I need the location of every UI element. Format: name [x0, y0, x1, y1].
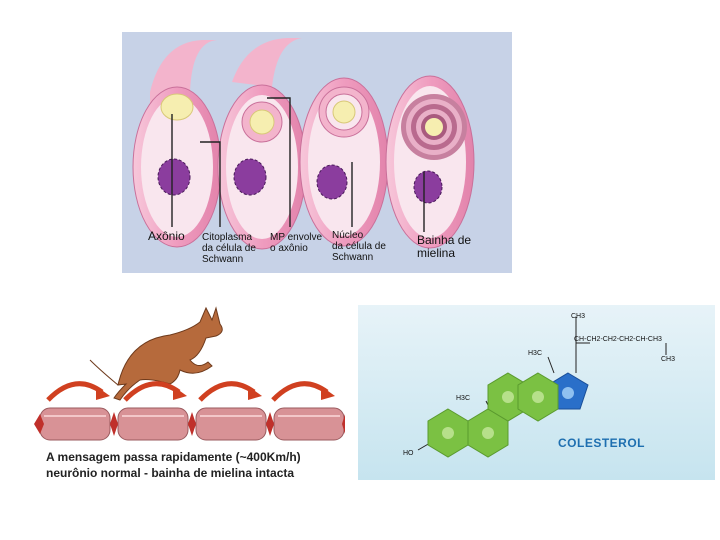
cholesterol-title: COLESTEROL: [558, 436, 646, 450]
steroid-rings: [427, 372, 589, 458]
neuron-illustration: [34, 306, 345, 441]
myelin-formation-diagram: Axônio Citoplasma da célula de Schwann M…: [122, 32, 512, 273]
axon-label: Axônio: [148, 229, 185, 243]
impulse-jump-arrows: [46, 381, 329, 402]
mp-wraps-axon-label: MP envolve o axônio: [270, 232, 323, 254]
saltatory-conduction-diagram: A mensagem passa rapidamente (~400Km/h) …: [30, 300, 345, 485]
h3c-lower-label: H3C: [456, 395, 471, 402]
conduction-caption-line2: neurônio normal - bainha de mielina inta…: [46, 466, 295, 480]
schwann-nucleus-label: Núcleo da célula de Schwann: [332, 230, 386, 263]
schwann-stage-4: [385, 75, 475, 249]
ho-label: HO: [403, 450, 414, 457]
ranvier-nodes: [34, 412, 345, 436]
schwann-stage-1: [132, 40, 222, 248]
schwann-stage-3: [299, 77, 389, 247]
label-pointers: [171, 97, 425, 232]
ch3-top-label: CH3: [571, 313, 586, 320]
impulse-arrowheads: [96, 386, 335, 400]
conduction-caption-line1: A mensagem passa rapidamente (~400Km/h): [46, 450, 301, 464]
myelin-sheath-label: Bainha de mielina: [417, 233, 472, 260]
cholesterol-molecule: [417, 317, 667, 458]
ch3-right-label: CH3: [661, 356, 676, 363]
myelin-segments: [39, 407, 345, 441]
myelin-illustration: [132, 38, 475, 250]
cytoplasm-label: Citoplasma da célula de Schwann: [202, 232, 256, 265]
cholesterol-structure-diagram: CH3 CH-CH2-CH2-CH2-CH-CH3 CH3 H3C H3C HO…: [358, 305, 715, 480]
side-chain-label: CH-CH2-CH2-CH2-CH-CH3: [574, 336, 662, 343]
kangaroo-illustration: [89, 306, 223, 401]
h3c-upper-label: H3C: [528, 350, 543, 357]
schwann-stage-2: [217, 38, 307, 250]
